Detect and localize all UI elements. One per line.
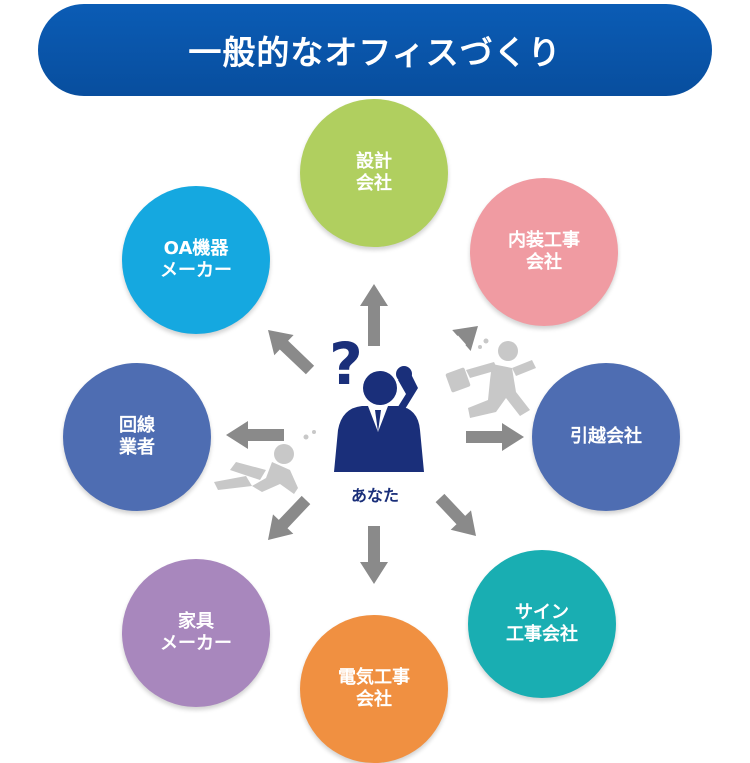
node-oa-maker: OA機器 メーカー [122, 186, 270, 334]
arrow-icon [360, 284, 388, 346]
falling-figure-icon [214, 430, 316, 494]
node-design-company: 設計 会社 [300, 99, 448, 247]
node-label: サイン 工事会社 [506, 602, 578, 645]
node-label: 家具 メーカー [160, 611, 232, 654]
node-label: 回線 業者 [119, 415, 155, 458]
node-label: 設計 会社 [356, 151, 392, 194]
title-banner: 一般的なオフィスづくり [38, 4, 712, 96]
node-interior-company: 内装工事 会社 [470, 178, 618, 326]
running-figure-icon [445, 338, 536, 418]
arrow-icon [360, 526, 388, 584]
node-label: 引越会社 [570, 426, 642, 447]
node-line-provider: 回線 業者 [63, 363, 211, 511]
page-title: 一般的なオフィスづくり [188, 33, 562, 72]
node-moving-company: 引越会社 [532, 363, 680, 511]
person-icon [334, 366, 424, 472]
arrow-icon [435, 493, 476, 536]
arrow-icon [226, 421, 284, 449]
arrow-icon [466, 423, 524, 451]
node-label: 内装工事 会社 [508, 230, 580, 273]
arrows [226, 284, 524, 584]
node-electric-company: 電気工事 会社 [300, 615, 448, 763]
node-furniture-maker: 家具 メーカー [122, 559, 270, 707]
node-label: 電気工事 会社 [338, 667, 410, 710]
center-label: あなた [350, 486, 399, 505]
question-mark-icon: ? [329, 330, 363, 398]
node-sign-company: サイン 工事会社 [468, 550, 616, 698]
arrow-icon [452, 326, 478, 351]
arrow-icon [268, 495, 311, 540]
node-label: OA機器 メーカー [160, 238, 232, 281]
arrow-icon [268, 330, 315, 375]
